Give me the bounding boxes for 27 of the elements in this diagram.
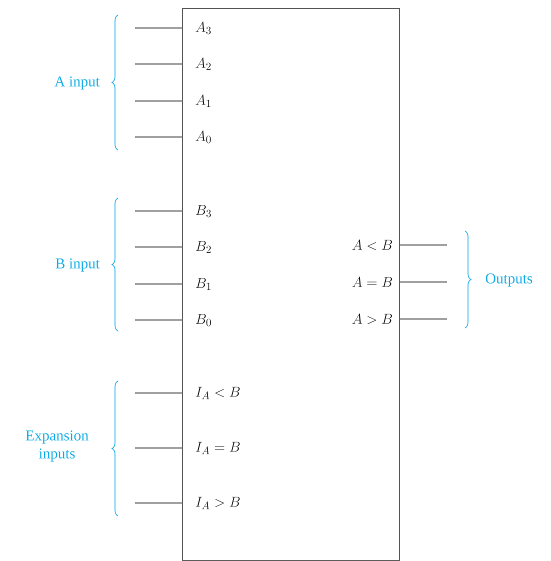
comparator-block (182, 8, 400, 561)
pin-label: $B_{0}$ (196, 314, 211, 326)
pin-label: $I_{A} = B$ (196, 442, 240, 454)
pin-label: $I_{A} < B$ (196, 386, 240, 400)
pin-label: $B_{2}$ (196, 241, 211, 253)
pin-label: $A_{0}$ (196, 130, 211, 144)
pin-label: $A = B$ (352, 276, 392, 287)
pin-label: $B_{1}$ (196, 278, 210, 290)
group-label: B input (56, 258, 100, 272)
pin-line (134, 210, 182, 212)
pin-line (134, 392, 182, 394)
pin-line (134, 100, 182, 102)
pin-label: $B_{3}$ (196, 205, 211, 218)
pin-label: $A_{1}$ (196, 94, 210, 107)
group-label: Expansion inputs (26, 430, 88, 462)
pin-line (134, 502, 182, 504)
group-label: Outputs (486, 273, 532, 287)
pin-label: $A_{3}$ (196, 22, 211, 34)
pin-line (400, 244, 448, 246)
pin-label: $I_{A} > B$ (196, 496, 240, 510)
pin-label: $A < B$ (352, 239, 392, 250)
group-label: A input (54, 76, 100, 90)
pin-line (400, 318, 448, 320)
pin-label: $A_{2}$ (196, 58, 211, 70)
pin-line (134, 246, 182, 248)
pin-line (134, 136, 182, 138)
pin-label: $A > B$ (352, 313, 392, 324)
